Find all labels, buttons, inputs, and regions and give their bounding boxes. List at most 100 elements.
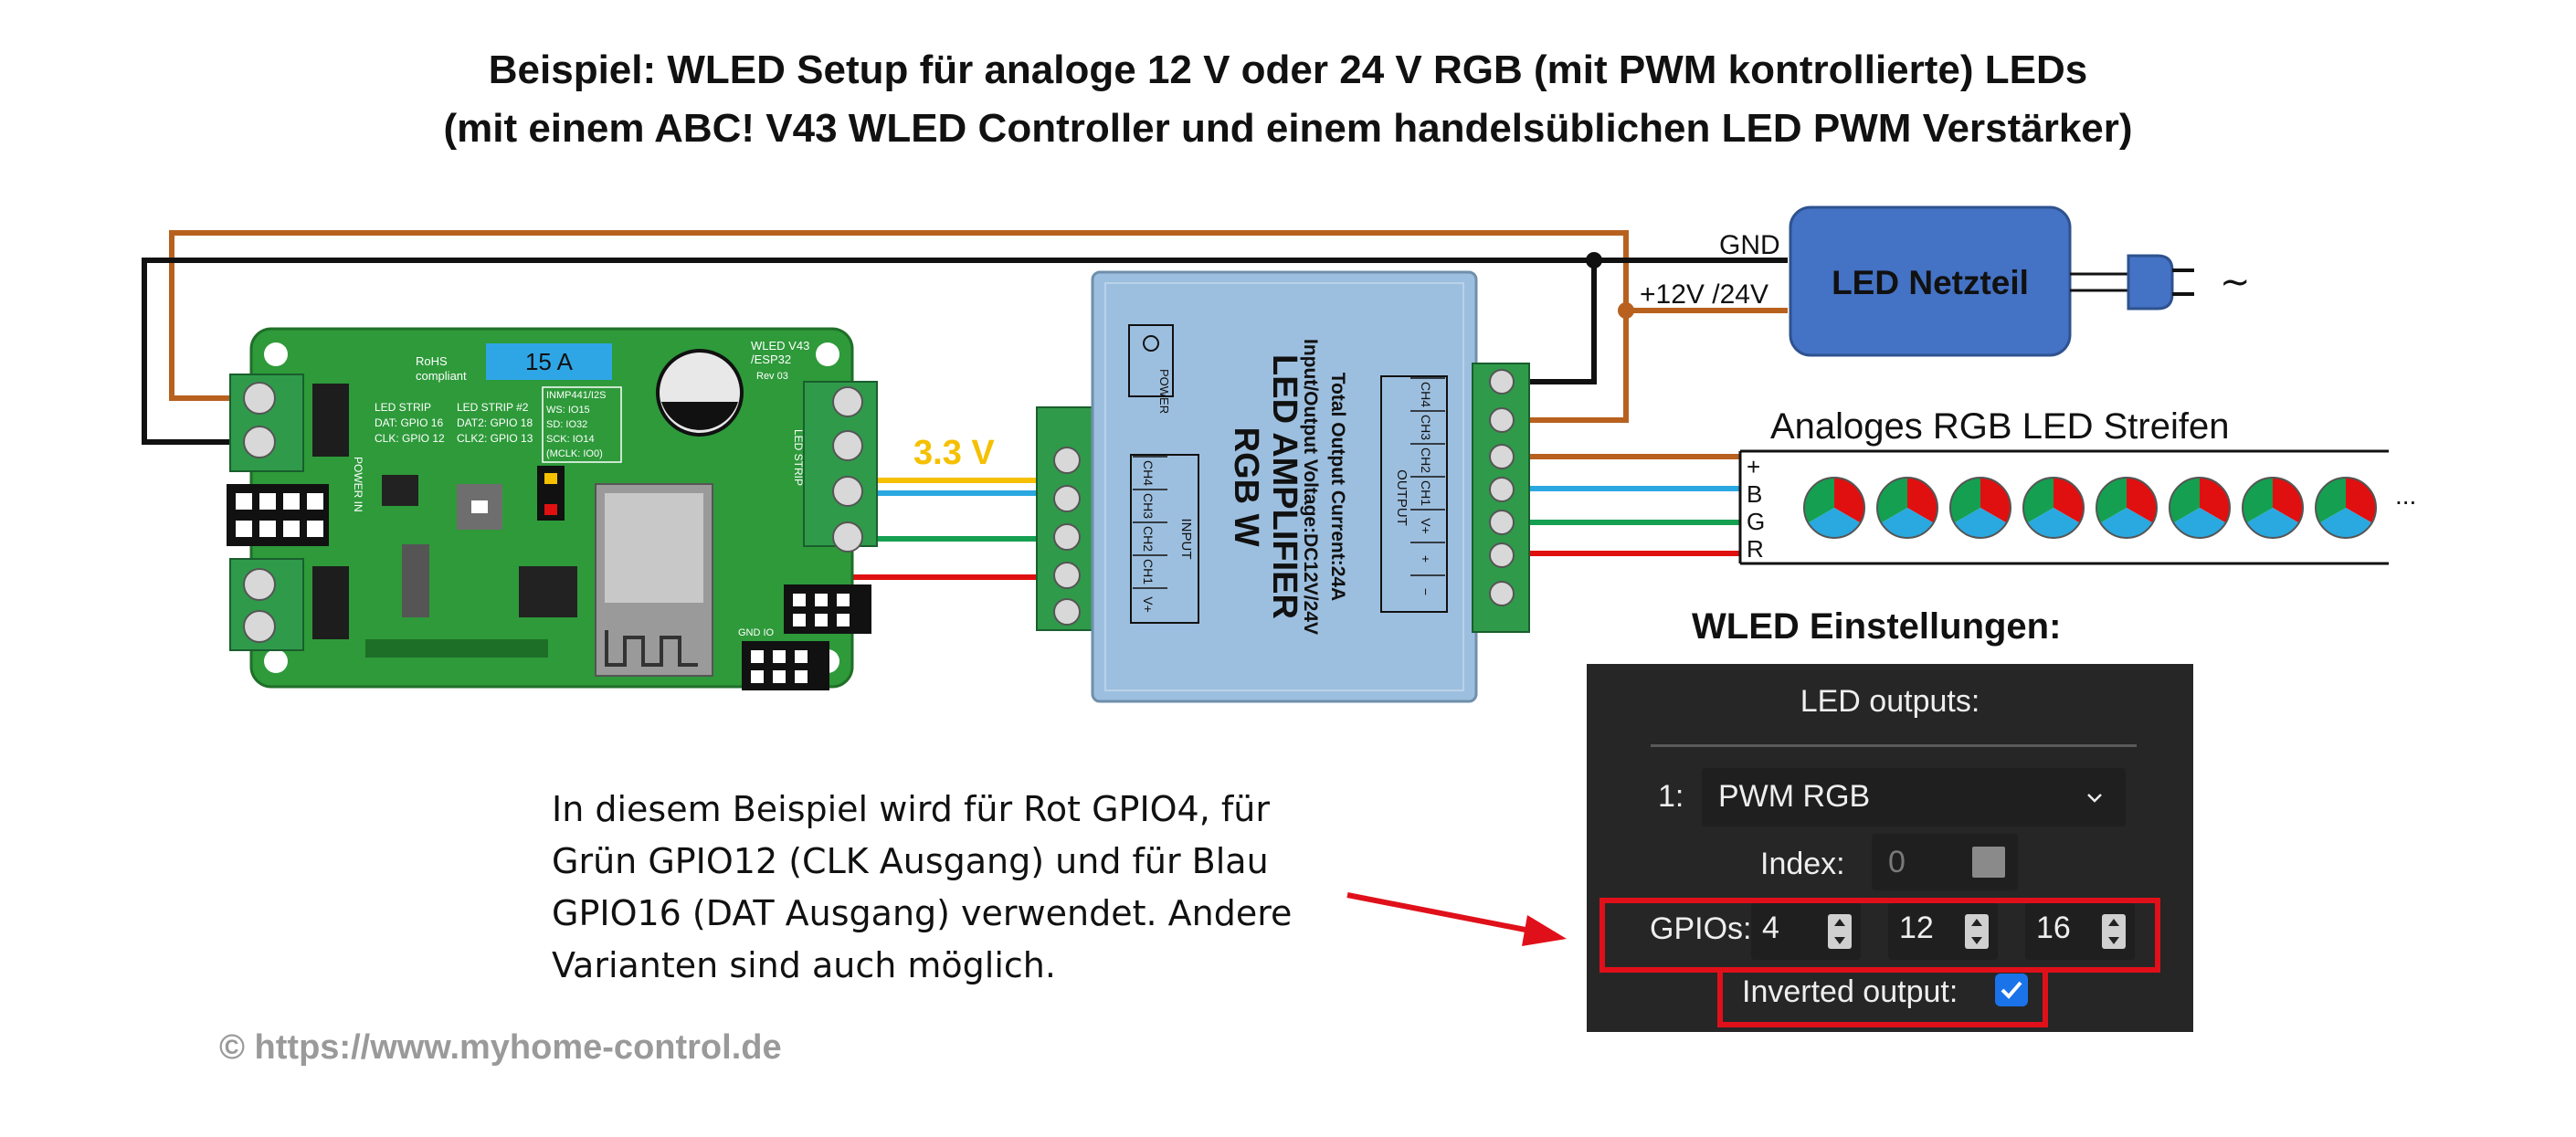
terminal-screw [1489,510,1515,535]
gpio-red-spinner[interactable] [1828,914,1852,949]
note-line-3: GPIO16 (DAT Ausgang) verwendet. Andere [552,893,1293,933]
strip2-dat-label: DAT2: GPIO 18 [457,416,533,429]
led-outline [1949,477,2011,539]
note-line-1: In diesem Beispiel wird für Rot GPIO4, f… [552,789,1270,829]
model-label-2: /ESP32 [751,353,791,366]
inmp-sck: SCK: IO14 [546,434,595,445]
terminal-screw [832,476,863,507]
amp-power-symbol-icon [1143,335,1159,352]
note-line-4: Varianten sind auch möglich. [552,945,1056,985]
amp-out-pin-x: + [1419,555,1433,563]
led-type-select[interactable]: PWM RGB [1702,768,2126,826]
pin-hole [793,614,806,626]
strip-led-row [1803,477,2377,539]
psu-label: LED Netzteil [1832,264,2029,301]
chip [382,475,418,506]
plug-icon [2127,254,2174,311]
wled-settings-panel: LED outputs: 1: PWM RGB Index: 0 GPIOs: … [1587,664,2193,1032]
chevron-down-icon [2087,794,2102,803]
chip [519,566,577,617]
jumper-pin [544,473,557,484]
led-outline [2096,477,2158,539]
chip-marking [471,500,488,513]
inverted-checkbox[interactable] [1995,974,2028,1006]
gpio-blue-spinner[interactable] [2102,914,2126,949]
led-segment [2173,508,2226,538]
model-label: WLED V43 [751,339,809,353]
rgb-led [1876,477,1938,539]
pin-hole [773,670,786,683]
psu-gnd-label: GND [1719,230,1780,260]
terminal-screw [1489,581,1515,606]
terminal-screw [1053,447,1081,474]
rgb-led [1949,477,2011,539]
amp-out-pin-ch4: CH4 [1419,382,1433,407]
gpio-red-value: 4 [1762,911,1779,945]
terminal-screw [832,386,863,417]
terminal-screw [1489,369,1515,395]
callout-arrow-line [1346,892,1536,934]
amp-out-pin-vx: V+ [1419,518,1433,534]
fuse-label: 15 A [525,348,574,375]
terminal-screw [1489,407,1515,433]
amp-name-1: RGB W [1227,427,1265,547]
strip2-label: LED STRIP #2 [457,401,529,414]
gpio-input-red[interactable]: 4 [1751,903,1861,960]
pin-hole [795,650,808,663]
amp-in-pin-ch1: CH1 [1141,559,1156,584]
index-placeholder: 0 [1888,845,1906,879]
terminal-screw [1053,485,1081,512]
amp-out-pin-x: − [1419,588,1433,595]
terminal-screw [1053,523,1081,551]
strip-title: Analoges RGB LED Streifen [1770,406,2229,447]
pin-hole [236,493,252,510]
strip-pin-b: B [1747,480,1762,508]
terminal-screw [243,610,276,643]
component [402,544,429,617]
led-segment [1954,508,2007,538]
inmp-ws: WS: IO15 [546,405,590,416]
pin-hole [751,670,764,683]
pin-hole [837,594,850,606]
gpio-input-green[interactable]: 12 [1888,903,1998,960]
pin-hole [259,521,276,537]
terminal-screw [832,521,863,553]
led-outline [2169,477,2231,539]
gpio-input-blue[interactable]: 16 [2025,903,2135,960]
gpio-green-value: 12 [1899,911,1934,945]
gnd-io-label: GND IO [738,627,775,638]
amp-input-label: INPUT [1178,519,1194,560]
led-segment [2027,508,2080,539]
psu-vplus-label: +12V /24V [1640,279,1768,310]
pin-hole [259,493,276,510]
index-spinner[interactable] [1972,847,2005,878]
amp-voltage-label: Input/Output Voltage:DC12V/24V [1300,339,1321,635]
terminal-screw [832,430,863,461]
power-in-label: POWER IN [352,457,364,512]
gpio-green-spinner[interactable] [1965,914,1989,949]
mount-hole [264,342,288,366]
amp-input-table [1130,454,1199,624]
amp-out-pin-ch2: CH2 [1419,447,1433,473]
title-line-2: (mit einem ABC! V43 WLED Controller und … [443,106,2133,151]
rohs-compliant-label: compliant [416,369,467,383]
title-line-1: Beispiel: WLED Setup für analoge 12 V od… [488,47,2088,92]
rgb-led [1803,477,1865,539]
wled-heading: WLED Einstellungen: [1692,606,2062,647]
panel-divider [1651,744,2137,747]
ac-symbol: ~ [2220,261,2251,303]
pin-hole [815,614,828,626]
terminal-screw [1053,562,1081,589]
index-input[interactable]: 0 [1872,834,2018,890]
rgb-amplifier: RGB W LED AMPLIFIER Input/Output Voltage… [1036,270,1530,703]
wled-controller-board: 15 A RoHS compliant WLED V43 /ESP32 Rev … [227,327,878,690]
strip-pin-g: G [1747,508,1765,535]
wire-junction-vplus [1618,302,1634,319]
amp-bevel [1104,282,1464,691]
pin-hole [283,521,300,537]
amp-power-label-top: POWER [1157,369,1171,414]
led-segment [1881,508,1934,539]
amp-in-pin-ch4: CH4 [1141,460,1156,486]
mount-hole [816,342,839,366]
rgb-led [2242,477,2304,539]
